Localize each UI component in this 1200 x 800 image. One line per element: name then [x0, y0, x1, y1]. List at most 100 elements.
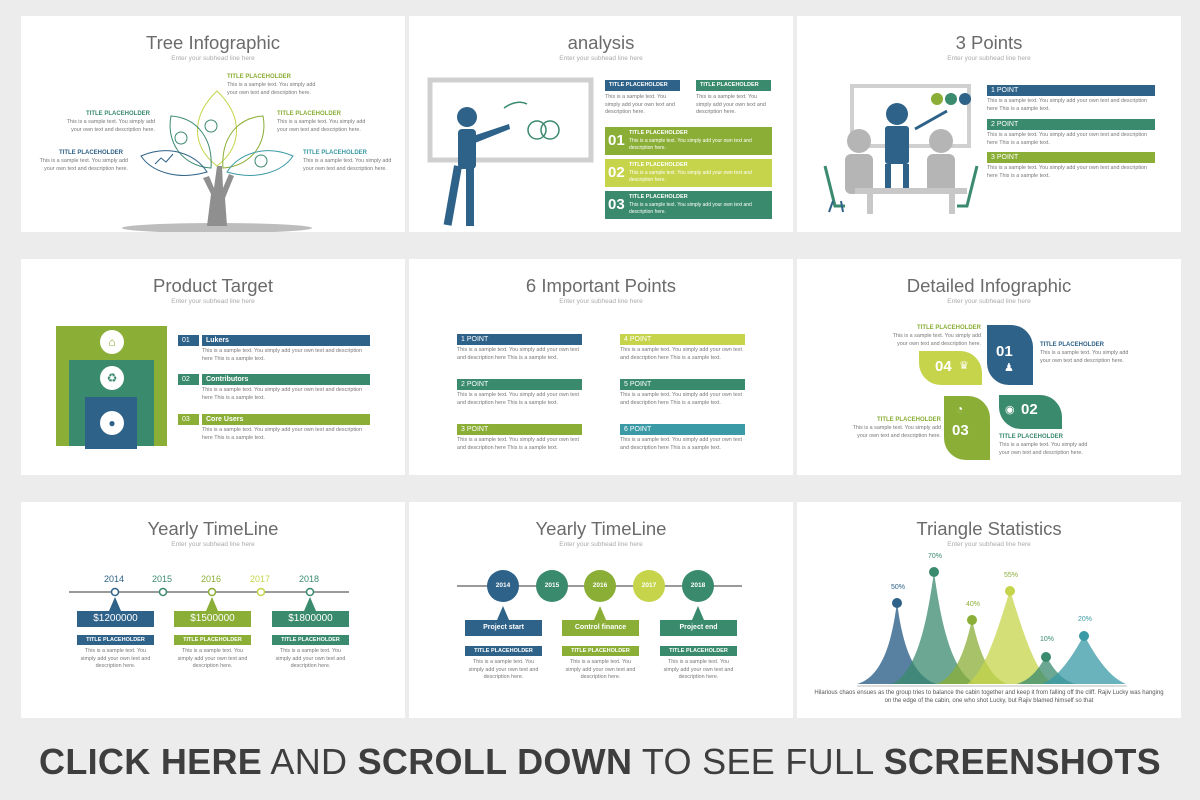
year-label: 2018 [299, 574, 320, 584]
slide-product-target[interactable]: Product Target Enter your subhead line h… [21, 259, 405, 475]
row-number: 01 [608, 132, 625, 149]
slide-title: Detailed Infographic [906, 275, 1072, 296]
year-label: 2015 [152, 574, 173, 584]
point-text: This is a sample text. You simply add yo… [457, 437, 579, 451]
target-num: 01 [178, 335, 199, 346]
slide-triangle-statistics[interactable]: Triangle Statistics Enter your subhead l… [797, 502, 1181, 718]
milestone-box: Project end [660, 620, 737, 636]
slide-title: analysis [567, 32, 635, 53]
scroll-cta-banner[interactable]: CLICK HERE AND SCROLL DOWN TO SEE FULL S… [0, 734, 1200, 790]
percent-label: 70% [928, 553, 943, 560]
detail-title-placeholder: TITLE PLACEHOLDER [877, 417, 941, 423]
tree-title-placeholder: TITLE PLACEHOLDER [227, 74, 291, 80]
tree-title-placeholder: TITLE PLACEHOLDER [277, 111, 341, 117]
analysis-row-02: 02 TITLE PLACEHOLDER This is a sample te… [605, 159, 772, 187]
slide-yearly-timeline-2[interactable]: Yearly TimeLine Enter your subhead line … [409, 502, 793, 718]
analysis-text: This is a sample text. You simply add yo… [605, 94, 675, 116]
point-text: This is a sample text. You simply add yo… [457, 347, 579, 361]
point-bar-2: 2 POINT [457, 379, 582, 390]
target-num: 02 [178, 374, 199, 385]
milestone-box: Control finance [562, 620, 639, 636]
point-text: This is a sample text. You simply add yo… [987, 165, 1148, 179]
row-title: TITLE PLACEHOLDER [629, 194, 688, 200]
target-text: This is a sample text. You simply add yo… [202, 387, 363, 401]
person-icon: ♟ [1004, 362, 1014, 374]
slide-title: Triangle Statistics [916, 518, 1062, 539]
timeline-title-placeholder: TITLE PLACEHOLDER [660, 646, 737, 656]
timeline-text: This is a sample text. You simply add yo… [80, 648, 151, 670]
timeline-title-placeholder: TITLE PLACEHOLDER [174, 635, 251, 645]
percent-label: 50% [891, 584, 906, 591]
point-text: This is a sample text. You simply add yo… [457, 392, 579, 406]
timeline-title-placeholder: TITLE PLACEHOLDER [77, 635, 154, 645]
quadrant-02: ◉ 02 [999, 395, 1062, 429]
point-text: This is a sample text. You simply add yo… [620, 347, 742, 361]
tree-text: This is a sample text. You simply add yo… [39, 158, 128, 172]
year-circle: 2018 [682, 570, 714, 602]
slide-title: Product Target [153, 275, 273, 296]
cta-part: AND [270, 741, 348, 782]
value-box: $1800000 [272, 611, 349, 627]
tree-graphic [122, 90, 312, 232]
percent-label: 10% [1040, 636, 1055, 643]
eye-icon: ◉ [1005, 404, 1015, 416]
tree-text: This is a sample text. You simply add yo… [277, 119, 366, 133]
slide-subhead: Enter your subhead line here [559, 298, 643, 305]
target-label: Lukers [202, 335, 370, 346]
timeline-text: This is a sample text. You simply add yo… [565, 659, 636, 681]
cta-part: SCROLL DOWN [357, 741, 633, 782]
slide-3-points[interactable]: 3 Points Enter your subhead line here 1 … [797, 16, 1181, 232]
timeline-text: This is a sample text. You simply add yo… [275, 648, 346, 670]
slide-title: 6 Important Points [525, 275, 677, 296]
users-icon: ● [100, 411, 124, 435]
year-circle: 2016 [584, 570, 616, 602]
timeline-title-placeholder: TITLE PLACEHOLDER [465, 646, 542, 656]
cta-part: TO SEE FULL [641, 741, 874, 782]
slide-analysis[interactable]: analysis Enter your subhead line here TI… [409, 16, 793, 232]
detail-text: This is a sample text. You simply add yo… [852, 425, 941, 439]
quadrant-number: 04 [935, 358, 952, 375]
timeline-pointers [497, 606, 704, 620]
quadrant-01: 01 ♟ [987, 325, 1033, 385]
slide-title: 3 Points [955, 32, 1023, 53]
tree-text: This is a sample text. You simply add yo… [227, 82, 316, 96]
slide-6-important-points[interactable]: 6 Important Points Enter your subhead li… [409, 259, 793, 475]
point-bar-1: 1 POINT [457, 334, 582, 345]
timeline-title-placeholder: TITLE PLACEHOLDER [562, 646, 639, 656]
slide-title: Yearly TimeLine [147, 518, 279, 539]
slide-subhead: Enter your subhead line here [559, 541, 643, 548]
quadrant-number: 02 [1021, 401, 1038, 418]
point-bar-2: 2 POINT [987, 119, 1155, 130]
point-bar-4: 4 POINT [620, 334, 745, 345]
point-bar-6: 6 POINT [620, 424, 745, 435]
slide-grid: Tree Infographic Enter your subhead line… [21, 16, 1181, 718]
year-circle: 2014 [487, 570, 519, 602]
point-bar-3: 3 POINT [457, 424, 582, 435]
analysis-row-01: 01 TITLE PLACEHOLDER This is a sample te… [605, 127, 772, 155]
percent-label: 55% [1004, 572, 1019, 579]
slide-detailed-infographic[interactable]: Detailed Infographic Enter your subhead … [797, 259, 1181, 475]
detail-text: This is a sample text. You simply add yo… [892, 333, 981, 347]
timeline-text: This is a sample text. You simply add yo… [663, 659, 734, 681]
detail-title-placeholder: TITLE PLACEHOLDER [999, 434, 1063, 440]
point-bar-5: 5 POINT [620, 379, 745, 390]
trophy-icon: ♛ [959, 360, 969, 372]
recycle-icon: ♻ [100, 366, 124, 390]
cta-part: SCREENSHOTS [883, 741, 1161, 782]
row-number: 02 [608, 164, 625, 181]
row-text: This is a sample text. You simply add yo… [629, 170, 752, 183]
slide-subhead: Enter your subhead line here [559, 55, 643, 62]
classroom-illustration [823, 84, 979, 214]
detail-text: This is a sample text. You simply add yo… [999, 442, 1088, 456]
slide-tree-infographic[interactable]: Tree Infographic Enter your subhead line… [21, 16, 405, 232]
year-circle: 2015 [536, 570, 568, 602]
timeline-text: This is a sample text. You simply add yo… [468, 659, 539, 681]
point-bar-1: 1 POINT [987, 85, 1155, 96]
point-text: This is a sample text. You simply add yo… [620, 437, 742, 451]
timeline-text: This is a sample text. You simply add yo… [177, 648, 248, 670]
pie-chart-icon: ◔ [956, 402, 964, 416]
slide-yearly-timeline-1[interactable]: Yearly TimeLine Enter your subhead line … [21, 502, 405, 718]
target-text: This is a sample text. You simply add yo… [202, 348, 363, 362]
row-title: TITLE PLACEHOLDER [629, 130, 688, 136]
target-label: Core Users [202, 414, 370, 425]
